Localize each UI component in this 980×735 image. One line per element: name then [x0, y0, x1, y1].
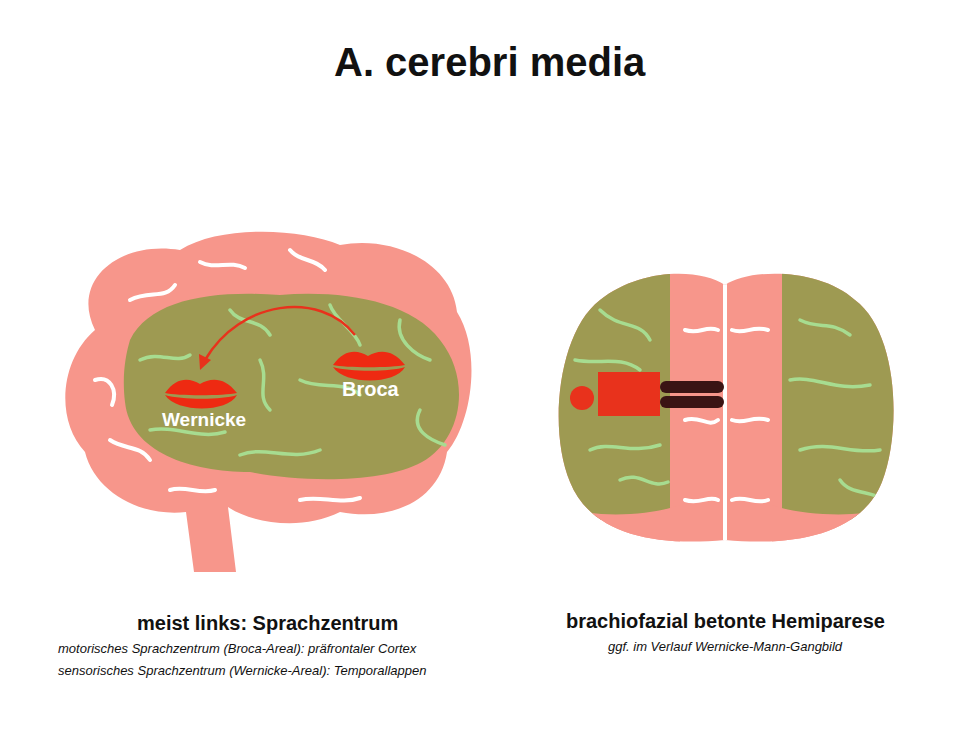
area-label: Broca [342, 378, 399, 401]
caption-note: ggf. im Verlauf Wernicke-Mann-Gangbild [608, 639, 842, 654]
caption-heading: meist links: Sprachzentrum [137, 612, 398, 635]
title: A. cerebri media [334, 40, 645, 85]
area-label: Wernicke [162, 409, 246, 431]
caption-heading: brachiofazial betonte Hemiparese [566, 610, 885, 633]
caption-note: motorisches Sprachzentrum (Broca-Areal):… [58, 641, 416, 656]
caption-note: sensorisches Sprachzentrum (Wernicke-Are… [58, 663, 427, 678]
